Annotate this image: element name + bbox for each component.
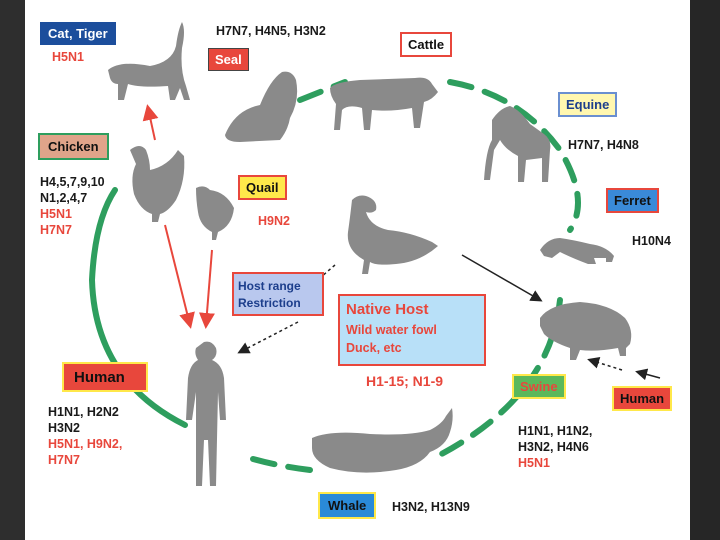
native-host-sub1: Wild water fowl <box>346 323 437 337</box>
quail-label: Quail <box>238 175 287 200</box>
chicken-label: Chicken <box>38 133 109 160</box>
whale-label: Whale <box>318 492 377 519</box>
chicken-strain-2: N1,2,4,7 <box>40 191 88 205</box>
whale-silhouette <box>312 408 453 473</box>
cattle-label: Cattle <box>400 32 453 57</box>
swine-label: Swine <box>512 374 566 399</box>
native-host-sub2: Duck, etc <box>346 341 402 355</box>
duck-silhouette <box>347 195 438 274</box>
chicken-strain-1: H4,5,7,9,10 <box>40 175 105 189</box>
host-range-line1: Host range <box>238 279 301 293</box>
human-strain-4: H7N7 <box>48 453 80 467</box>
native-host-strains: H1-15; N1-9 <box>366 373 444 389</box>
human-strain-1: H1N1, H2N2 <box>48 405 119 419</box>
cat-silhouette <box>108 22 190 100</box>
quail-silhouette <box>196 186 234 240</box>
left-margin <box>0 0 25 540</box>
cat-tiger-label: Cat, Tiger <box>40 22 116 45</box>
native-host-title: Native Host <box>346 301 429 318</box>
swine-strain-1: H1N1, H1N2, <box>518 424 593 438</box>
human-strain-3: H5N1, H9N2, <box>48 437 123 451</box>
host-range-box: Host range Restriction <box>232 272 324 316</box>
red-arrows <box>142 104 215 329</box>
swine-strain-2: H3N2, H4N6 <box>518 440 589 454</box>
human-silhouette <box>186 341 226 486</box>
quail-strain: H9N2 <box>258 214 290 228</box>
chicken-strain-3: H5N1 <box>40 207 72 221</box>
seal-label: Seal <box>208 48 249 71</box>
ferret-label: Ferret <box>606 188 659 213</box>
seal-silhouette <box>225 71 298 142</box>
host-range-line2: Restriction <box>238 296 301 310</box>
chicken-silhouette <box>130 146 185 222</box>
native-host-box: Native Host Wild water fowl Duck, etc <box>338 294 486 366</box>
ferret-silhouette <box>540 238 614 264</box>
human-left-label: Human <box>62 362 148 392</box>
seal-strains: H7N7, H4N5, H3N2 <box>216 24 326 38</box>
pig-silhouette <box>540 302 632 360</box>
cat-strain: H5N1 <box>52 50 84 64</box>
human-right-label: Human <box>612 386 673 411</box>
human-strain-2: H3N2 <box>48 421 80 435</box>
cattle-silhouette <box>330 77 438 130</box>
ferret-strain: H10N4 <box>632 234 671 248</box>
right-margin <box>690 0 720 540</box>
equine-strains: H7N7, H4N8 <box>568 138 639 152</box>
chicken-strain-4: H7N7 <box>40 223 72 237</box>
horse-silhouette <box>484 106 551 182</box>
whale-strains: H3N2, H13N9 <box>392 500 470 514</box>
swine-strain-3: H5N1 <box>518 456 550 470</box>
equine-label: Equine <box>558 92 618 117</box>
